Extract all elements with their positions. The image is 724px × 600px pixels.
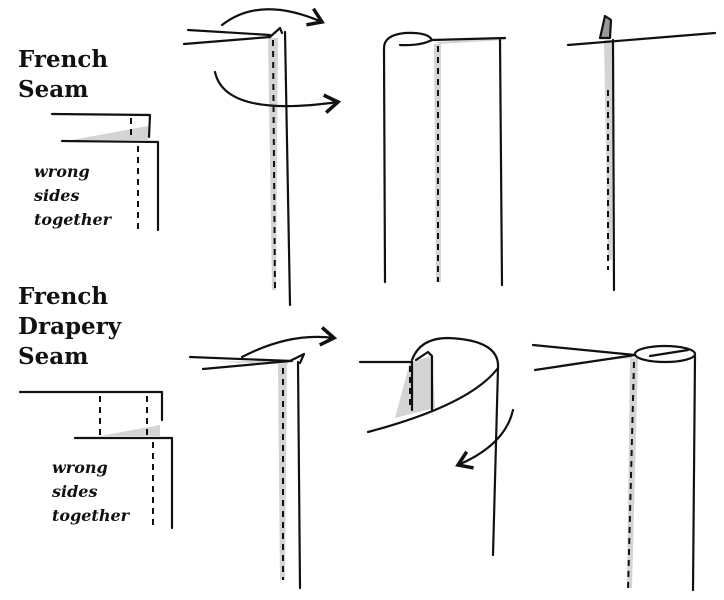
french-seam-step-4	[566, 14, 717, 292]
label-line: sides	[52, 482, 98, 501]
title-line: French	[18, 283, 109, 310]
title-line: Drapery	[18, 313, 122, 340]
title-line: French	[18, 46, 109, 73]
french-seam-title: French Seam	[18, 45, 108, 105]
french-seam-start-figure	[50, 112, 160, 232]
title-line: Seam	[18, 343, 89, 370]
label-line: sides	[34, 186, 80, 205]
label-line: wrong	[34, 162, 90, 181]
french-seam-step-2	[182, 7, 342, 307]
french-drapery-seam-title: French Drapery Seam	[18, 282, 121, 372]
drapery-seam-step-3	[358, 336, 515, 557]
drapery-seam-start-figure	[18, 390, 174, 530]
title-line: Seam	[18, 76, 89, 103]
drapery-seam-step-2	[188, 326, 338, 590]
label-line: wrong	[52, 458, 108, 477]
drapery-seam-label: wrong sides together	[52, 456, 129, 528]
french-seam-step-3	[382, 31, 507, 287]
french-seam-label: wrong sides together	[34, 160, 111, 232]
label-line: together	[34, 210, 112, 229]
label-line: together	[52, 506, 130, 525]
drapery-seam-step-4	[531, 343, 697, 592]
